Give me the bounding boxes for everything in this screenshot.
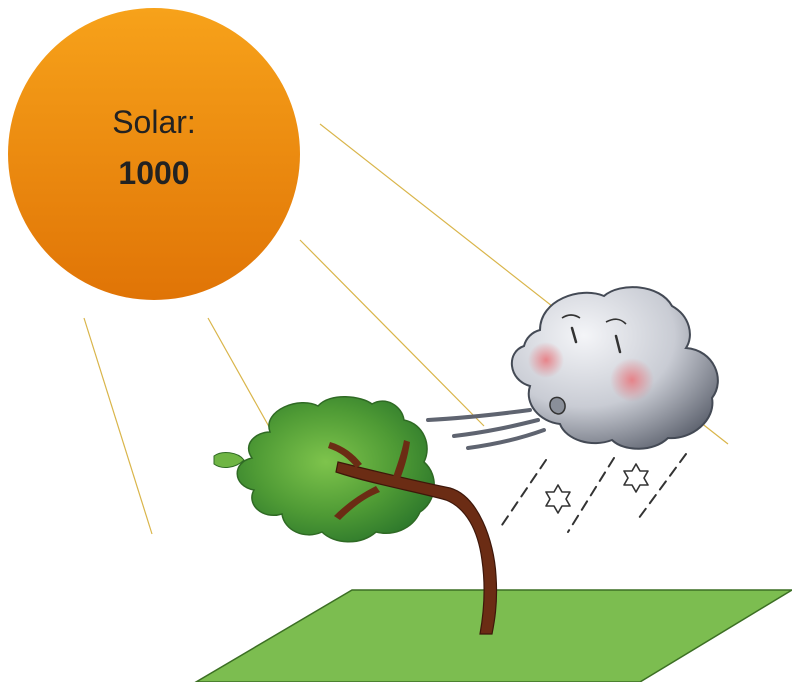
snowflakes [545, 463, 649, 514]
sun-ray [83, 317, 153, 535]
cloud-eyebrow [605, 318, 627, 325]
tree-branch [392, 440, 410, 484]
wind-line [452, 418, 540, 438]
snowflake-icon [623, 463, 649, 493]
sun-icon [8, 8, 300, 300]
sun-ray [207, 317, 273, 433]
snow-streak [499, 459, 547, 529]
cloud-eyebrow [561, 314, 581, 319]
snow-streak [567, 457, 615, 533]
cloud-mouth [549, 396, 566, 415]
ground-icon [194, 589, 792, 682]
wind-line [426, 408, 532, 422]
cloud-eye [570, 326, 578, 344]
tree-icon [213, 396, 498, 635]
sun-ray [299, 239, 485, 427]
tree-foliage-tuft [213, 452, 245, 468]
cloud-cheek [610, 358, 654, 402]
cloud-icon [510, 286, 719, 450]
tree-branch [328, 442, 362, 468]
wind-line [466, 428, 546, 450]
tree-trunk [335, 461, 498, 635]
tree-foliage [236, 396, 435, 543]
tree-branch [334, 486, 380, 520]
cloud-cheek [528, 342, 564, 378]
snowflake-icon [545, 484, 571, 514]
snow-streak [635, 453, 687, 523]
wind-icon [426, 408, 546, 450]
snowfall [499, 453, 687, 533]
cloud-eye [614, 334, 622, 354]
